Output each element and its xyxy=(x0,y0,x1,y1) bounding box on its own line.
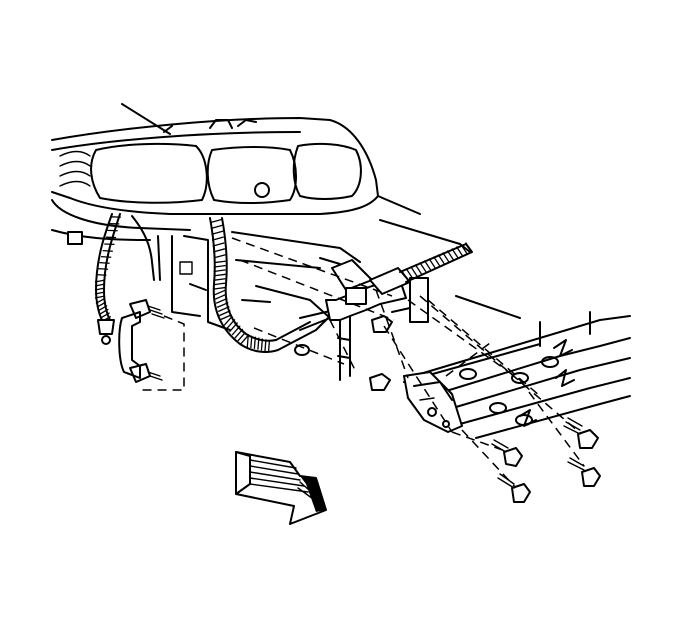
horn-bracket xyxy=(118,299,185,391)
headlamp-assembly xyxy=(51,103,379,245)
assembly-guide-lines xyxy=(231,237,587,489)
mounting-bolts xyxy=(491,417,601,503)
hood-latch-support-bracket xyxy=(319,257,429,381)
bolt-1 xyxy=(563,417,599,449)
wiring-harness xyxy=(209,217,331,356)
bolt-4 xyxy=(497,473,531,503)
bolt-2 xyxy=(491,439,523,467)
bolt-3 xyxy=(567,457,601,487)
hood-prop-cable xyxy=(399,242,473,283)
view-direction-arrow xyxy=(235,451,327,525)
front-bumper-impact-bar xyxy=(403,311,631,439)
nuts xyxy=(369,315,393,391)
front-end-structure xyxy=(131,195,521,331)
battery-cable xyxy=(94,213,121,345)
